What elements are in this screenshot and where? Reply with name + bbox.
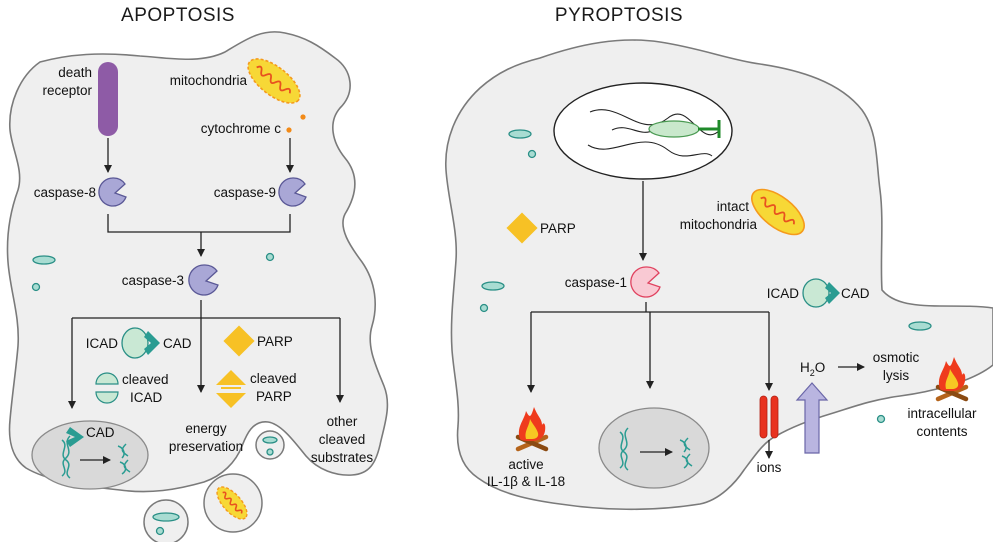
nucleus-cad-label: CAD: [86, 425, 115, 440]
vesicle-icon: [155, 526, 165, 536]
parp-icon: [223, 325, 255, 357]
caspase-3-icon: [188, 264, 219, 296]
vesicle-icon: [479, 303, 489, 313]
caspase-9-icon: [278, 177, 307, 207]
icad-label: ICAD: [86, 336, 119, 351]
cad-label: CAD: [163, 336, 192, 351]
vesicle-icon: [481, 281, 505, 291]
cytochrome-c-label: cytochrome c: [201, 121, 282, 136]
cytochrome-c-dot: [286, 127, 292, 133]
water-label: H2O: [800, 360, 825, 378]
vesicle-icon: [527, 149, 537, 159]
active-cytokines-label-1: active: [508, 457, 543, 472]
bacterium-vacuole-icon: [553, 82, 733, 180]
cleaved-icad-icon: [95, 372, 119, 404]
vesicle-icon: [266, 448, 274, 456]
intact-mitochondria-label-1: intact: [717, 199, 750, 214]
vesicle-icon: [31, 282, 41, 292]
vesicle-icon: [508, 129, 532, 139]
energy-preservation-label-2: preservation: [169, 439, 243, 454]
intracellular-contents-label-1: intracellular: [907, 406, 977, 421]
parp-label: PARP: [257, 334, 293, 349]
mitochondria-label: mitochondria: [170, 73, 248, 88]
vesicle-icon: [908, 321, 932, 331]
cytochrome-c-dot: [300, 114, 306, 120]
pyroptosis-title: PYROPTOSIS: [555, 5, 683, 26]
vesicle-icon: [32, 255, 56, 265]
death-receptor-icon: [98, 62, 118, 136]
caspase-8-icon: [98, 177, 127, 207]
ion-channel-icon: [759, 395, 779, 439]
active-cytokines-label-2: IL-1β & IL-18: [487, 474, 565, 489]
apoptotic-body: [255, 430, 285, 460]
death-receptor-label-2: receptor: [42, 83, 92, 98]
death-receptor-label-1: death: [58, 65, 92, 80]
cleaved-parp-label-2: PARP: [256, 389, 292, 404]
caspase-3-label: caspase-3: [122, 273, 184, 288]
osmotic-lysis-label-2: lysis: [883, 368, 909, 383]
intracellular-contents-label-2: contents: [916, 424, 967, 439]
mitochondria-icon: [751, 188, 805, 236]
caspase-9-label: caspase-9: [214, 185, 276, 200]
caspase-1-label: caspase-1: [565, 275, 627, 290]
ions-label: ions: [757, 460, 782, 475]
other-substrates-label-2: cleaved: [319, 432, 366, 447]
water-arrow-icon: [795, 382, 829, 454]
pyro-parp-label: PARP: [540, 221, 576, 236]
osmotic-lysis-label-1: osmotic: [873, 350, 920, 365]
caspase-merge-line: [107, 214, 291, 233]
cleaved-parp-icon: [216, 370, 246, 408]
icad-cad-icon: [802, 278, 840, 308]
mitochondria-icon: [247, 58, 301, 104]
energy-preservation-label-1: energy: [185, 421, 227, 436]
intact-mitochondria-label-2: mitochondria: [680, 217, 758, 232]
other-substrates-label-1: other: [327, 414, 358, 429]
mitochondria-icon: [216, 486, 248, 520]
cleaved-icad-label-2: ICAD: [130, 390, 163, 405]
vesicle-icon: [265, 252, 275, 262]
caspase-1-icon: [630, 266, 661, 298]
pyro-icad-label: ICAD: [767, 286, 800, 301]
cleaved-icad-label-1: cleaved: [122, 372, 169, 387]
bacterium-icon: [648, 120, 700, 138]
other-substrates-label-3: substrates: [311, 450, 374, 465]
apoptosis-title: APOPTOSIS: [121, 5, 235, 26]
caspase-8-label: caspase-8: [34, 185, 96, 200]
nucleus-icon: [31, 420, 149, 490]
icad-cad-icon: [121, 327, 160, 359]
vesicle-icon: [262, 436, 278, 444]
vesicle-icon: [152, 512, 180, 522]
vesicle-icon: [876, 414, 886, 424]
nucleus-icon: [598, 407, 710, 489]
pyro-cad-label: CAD: [841, 286, 870, 301]
cleaved-parp-label-1: cleaved: [250, 371, 297, 386]
